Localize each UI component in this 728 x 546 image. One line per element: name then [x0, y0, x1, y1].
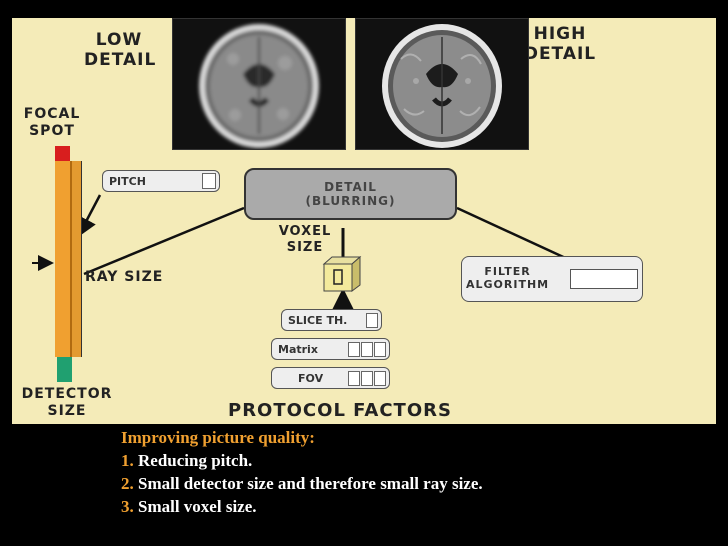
caption-item-text: Small voxel size. [138, 497, 257, 516]
fov-cells [347, 370, 386, 386]
detector-marker [57, 357, 72, 382]
filter-algorithm-box: FILTER ALGORITHM [461, 256, 643, 302]
x-ray-beam-shadow [72, 161, 82, 357]
matrix-cells [347, 341, 386, 357]
fov-cell [374, 370, 386, 386]
filter-algorithm-label: FILTER ALGORITHM [466, 265, 550, 292]
caption-item-number: 3. [121, 497, 134, 516]
detail-blurring-box: DETAIL (BLURRING) [244, 168, 457, 220]
caption-title: Improving picture quality: [121, 428, 315, 447]
voxel-cube [318, 255, 362, 292]
pitch-arrow [77, 194, 102, 238]
caption-item-number: 1. [121, 451, 134, 470]
matrix-cell [348, 341, 360, 357]
ct-image-high-detail [355, 18, 529, 150]
detail-to-filter-line [456, 206, 573, 263]
filter-algorithm-field [570, 269, 638, 289]
caption-item-text: Reducing pitch. [138, 451, 253, 470]
detail-blurring-label: DETAIL (BLURRING) [305, 179, 396, 208]
pitch-box: PITCH [102, 170, 220, 192]
voxel-size-label: VOXEL SIZE [278, 224, 332, 255]
slice-thickness-label: SLICE TH. [288, 313, 348, 327]
protocol-factors-diagram: LOW DETAIL HIGH DETAIL [12, 18, 716, 424]
focal-spot-marker [55, 146, 70, 161]
ct-image-low-detail [172, 18, 346, 150]
caption-item-text: Small detector size and therefore small … [138, 474, 483, 493]
caption-item: 2. Small detector size and therefore sma… [121, 472, 483, 495]
pitch-cell [202, 173, 216, 189]
protocol-factors-label: PROTOCOL FACTORS [228, 400, 452, 421]
matrix-cell [374, 341, 386, 357]
detail-to-beam-line [83, 206, 245, 276]
caption-item: 3. Small voxel size. [121, 495, 483, 518]
fov-cell [361, 370, 373, 386]
focal-spot-label: FOCAL SPOT [23, 106, 81, 139]
matrix-cell [361, 341, 373, 357]
ray-size-label: RAY SIZE [85, 269, 164, 285]
slice-thickness-cell [366, 312, 378, 328]
pitch-label: PITCH [109, 174, 146, 188]
caption-item-number: 2. [121, 474, 134, 493]
connector-lines [32, 194, 573, 312]
slice-thickness-box: SLICE TH. [281, 309, 382, 331]
matrix-box: Matrix [271, 338, 390, 360]
high-detail-label: HIGH DETAIL [523, 24, 597, 65]
slice-thickness-cells [365, 312, 378, 328]
x-ray-beam [55, 161, 72, 357]
matrix-label: Matrix [278, 342, 318, 356]
low-detail-label: LOW DETAIL [84, 30, 157, 71]
caption-item: 1. Reducing pitch. [121, 449, 483, 472]
detector-size-label: DETECTOR SIZE [21, 386, 113, 419]
fov-label: FOV [298, 371, 324, 385]
fov-cell [348, 370, 360, 386]
pitch-cells [201, 173, 216, 189]
fov-box: FOV [271, 367, 390, 389]
caption: Improving picture quality: 1. Reducing p… [121, 426, 483, 518]
